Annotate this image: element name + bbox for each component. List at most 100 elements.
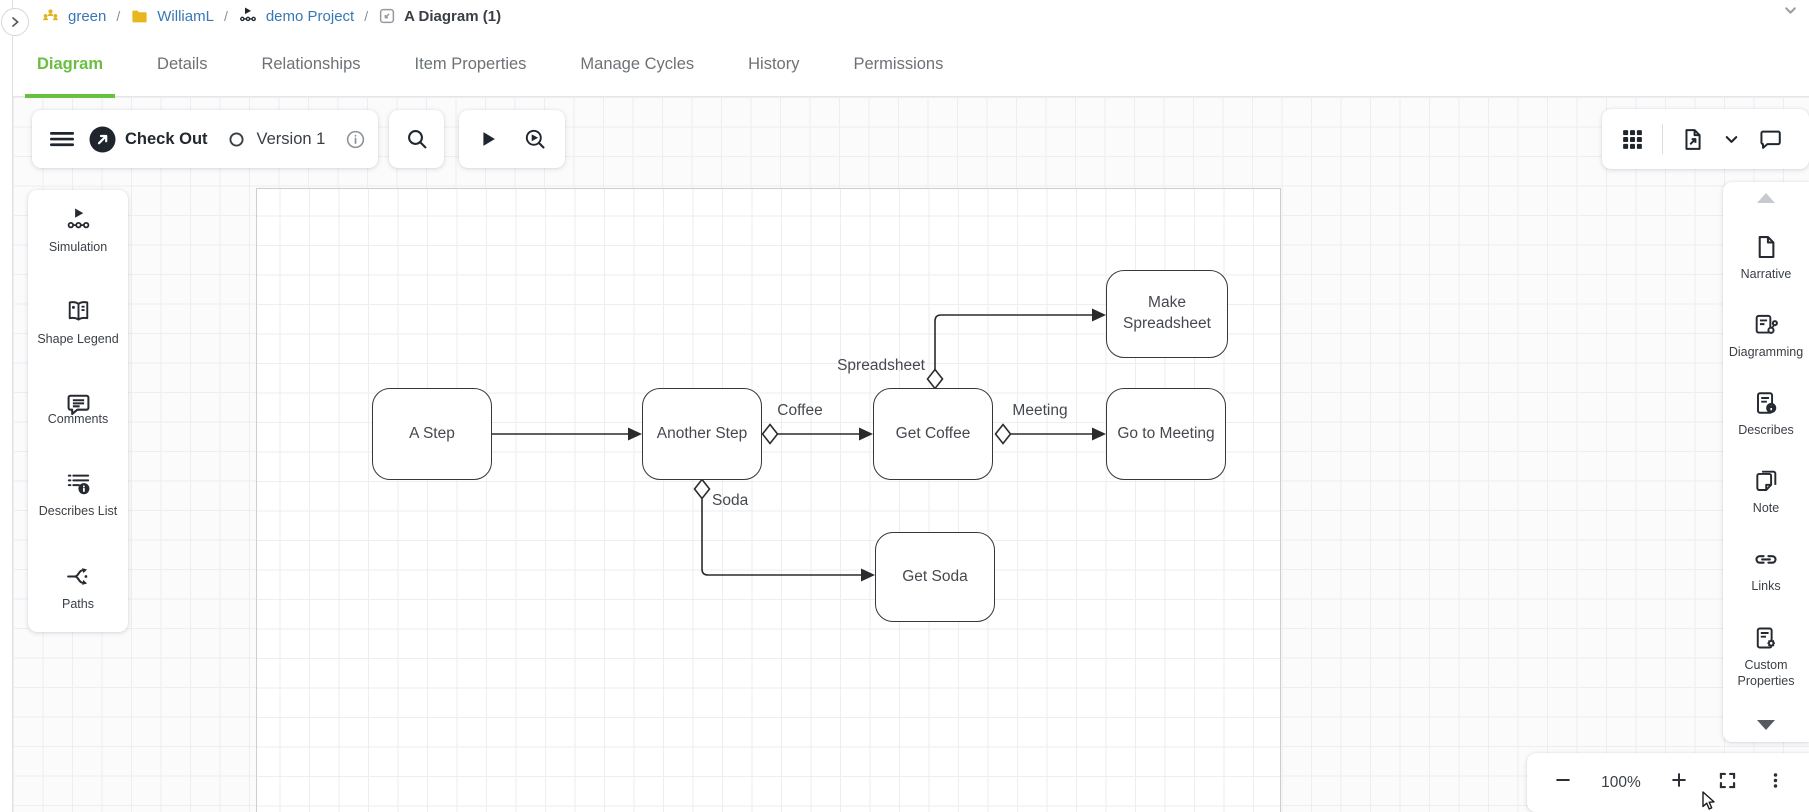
collapsed-panel-divider: [12, 0, 13, 812]
toolbar-divider: [1662, 124, 1663, 154]
project-icon: [238, 6, 258, 26]
panel-item-note[interactable]: Note: [1753, 468, 1779, 516]
custom-properties-icon: [1756, 627, 1775, 649]
edge-label-meeting[interactable]: Meeting: [1012, 402, 1068, 419]
breadcrumb: green / WilliamL / demo Project / A Diag…: [13, 0, 1809, 32]
search-icon: [407, 130, 426, 149]
check-out-button[interactable]: Check Out: [89, 126, 208, 153]
expand-left-panel-button[interactable]: [1, 8, 29, 36]
shape-legend-icon: [68, 301, 88, 321]
diagram-icon: [378, 7, 396, 25]
diagramming-icon: [1755, 314, 1778, 334]
zoom-out-icon: [1556, 779, 1570, 781]
zoom-out-button[interactable]: [1553, 770, 1573, 795]
panel-item-paths[interactable]: Paths: [62, 563, 94, 612]
zoom-in-button[interactable]: [1669, 770, 1689, 795]
check-out-icon: [89, 126, 116, 152]
header-actions-card: [1602, 109, 1809, 169]
version-info-button[interactable]: [345, 129, 366, 150]
simulation-zoom-button[interactable]: [523, 127, 547, 151]
chevron-down-icon: [1785, 7, 1796, 14]
tab-relationships[interactable]: Relationships: [261, 54, 361, 73]
right-tools-panel: Narrative Diagramming Describes Note Lin…: [1723, 182, 1809, 742]
simulation-icon: [67, 208, 89, 229]
links-icon: [1755, 555, 1777, 565]
panel-item-shape-legend[interactable]: Shape Legend: [37, 298, 119, 347]
note-icon: [1756, 471, 1777, 492]
simulation-card: [459, 110, 565, 168]
panel-item-narrative[interactable]: Narrative: [1741, 234, 1791, 282]
narrative-icon: [1758, 235, 1775, 258]
fit-screen-icon: [1719, 772, 1736, 788]
search-card: [389, 110, 444, 168]
tab-permissions[interactable]: Permissions: [853, 54, 944, 73]
export-button[interactable]: [1680, 127, 1705, 152]
zoom-level: 100%: [1601, 773, 1641, 791]
apps-grid-button[interactable]: [1620, 127, 1645, 152]
folder-icon: [130, 7, 149, 26]
node-get-coffee[interactable]: Get Coffee: [873, 388, 993, 480]
info-icon: [347, 130, 365, 148]
tab-item-properties[interactable]: Item Properties: [414, 54, 527, 73]
tab-manage-cycles[interactable]: Manage Cycles: [580, 54, 695, 73]
tab-history[interactable]: History: [748, 54, 800, 73]
panel-item-simulation[interactable]: Simulation: [49, 206, 107, 255]
panel-item-custom-properties[interactable]: Custom Properties: [1727, 625, 1805, 690]
export-icon: [1685, 128, 1701, 150]
triangle-down-icon: [1757, 719, 1775, 730]
zoom-bar: 100%: [1527, 753, 1809, 812]
edge-label-coffee[interactable]: Coffee: [777, 402, 823, 419]
chevron-right-icon: [7, 14, 23, 30]
tab-details[interactable]: Details: [157, 54, 208, 73]
zoom-play-icon: [525, 129, 545, 149]
panel-scroll-up-button[interactable]: [1755, 191, 1777, 204]
panel-item-describes-list[interactable]: Describes List: [39, 470, 117, 519]
breadcrumb-separator: /: [364, 8, 369, 24]
node-make-spreadsheet[interactable]: Make Spreadsheet: [1106, 270, 1228, 358]
more-options-icon: [1773, 772, 1778, 788]
panel-item-links[interactable]: Links: [1751, 546, 1781, 594]
panel-item-describes[interactable]: Describes: [1738, 390, 1794, 438]
export-options-button[interactable]: [1722, 130, 1741, 149]
panel-item-diagramming[interactable]: Diagramming: [1729, 312, 1803, 360]
breadcrumb-separator: /: [223, 8, 228, 24]
node-another-step[interactable]: Another Step: [642, 388, 762, 480]
version-circle-icon: [229, 131, 244, 147]
play-icon: [483, 132, 495, 146]
run-simulation-button[interactable]: [477, 128, 499, 150]
node-go-to-meeting[interactable]: Go to Meeting: [1106, 388, 1226, 480]
comments-button[interactable]: [1758, 127, 1783, 152]
panel-scroll-down-button[interactable]: [1755, 719, 1777, 732]
more-options-button[interactable]: [1766, 770, 1785, 796]
describes-icon: [1756, 392, 1777, 414]
node-get-soda[interactable]: Get Soda: [875, 532, 995, 622]
fit-screen-button[interactable]: [1717, 770, 1738, 796]
edge-label-spreadsheet[interactable]: Spreadsheet: [837, 357, 925, 374]
node-a-step[interactable]: A Step: [372, 388, 492, 480]
menu-icon: [50, 132, 74, 147]
breadcrumb-link-green[interactable]: green: [68, 7, 107, 25]
menu-button[interactable]: [49, 127, 75, 151]
chevron-down-icon: [1725, 135, 1738, 143]
grid-icon: [1623, 129, 1642, 149]
edge-label-soda[interactable]: Soda: [712, 492, 749, 509]
tab-bar: Diagram Details Relationships Item Prope…: [13, 32, 1809, 98]
triangle-up-icon: [1757, 193, 1775, 203]
group-icon: [41, 7, 60, 26]
comments-icon: [67, 394, 89, 415]
breadcrumb-link-williaml[interactable]: WilliamL: [157, 7, 214, 25]
breadcrumb-separator: /: [116, 8, 121, 24]
paths-icon: [66, 567, 87, 585]
tab-diagram[interactable]: Diagram: [24, 32, 116, 98]
left-tools-panel: Simulation Shape Legend Comments Describ…: [28, 190, 128, 632]
diagram-toolbar: Check Out Version 1: [32, 110, 378, 168]
search-button[interactable]: [405, 127, 429, 151]
panel-item-comments[interactable]: Comments: [42, 391, 114, 427]
zoom-in-icon: [1671, 773, 1686, 787]
describes-list-icon: [67, 474, 89, 495]
breadcrumb-link-demo-project[interactable]: demo Project: [265, 7, 355, 25]
header-collapse-button[interactable]: [1782, 0, 1799, 32]
breadcrumb-current-item: A Diagram (1): [404, 7, 502, 25]
version-selector[interactable]: Version 1: [228, 130, 325, 149]
